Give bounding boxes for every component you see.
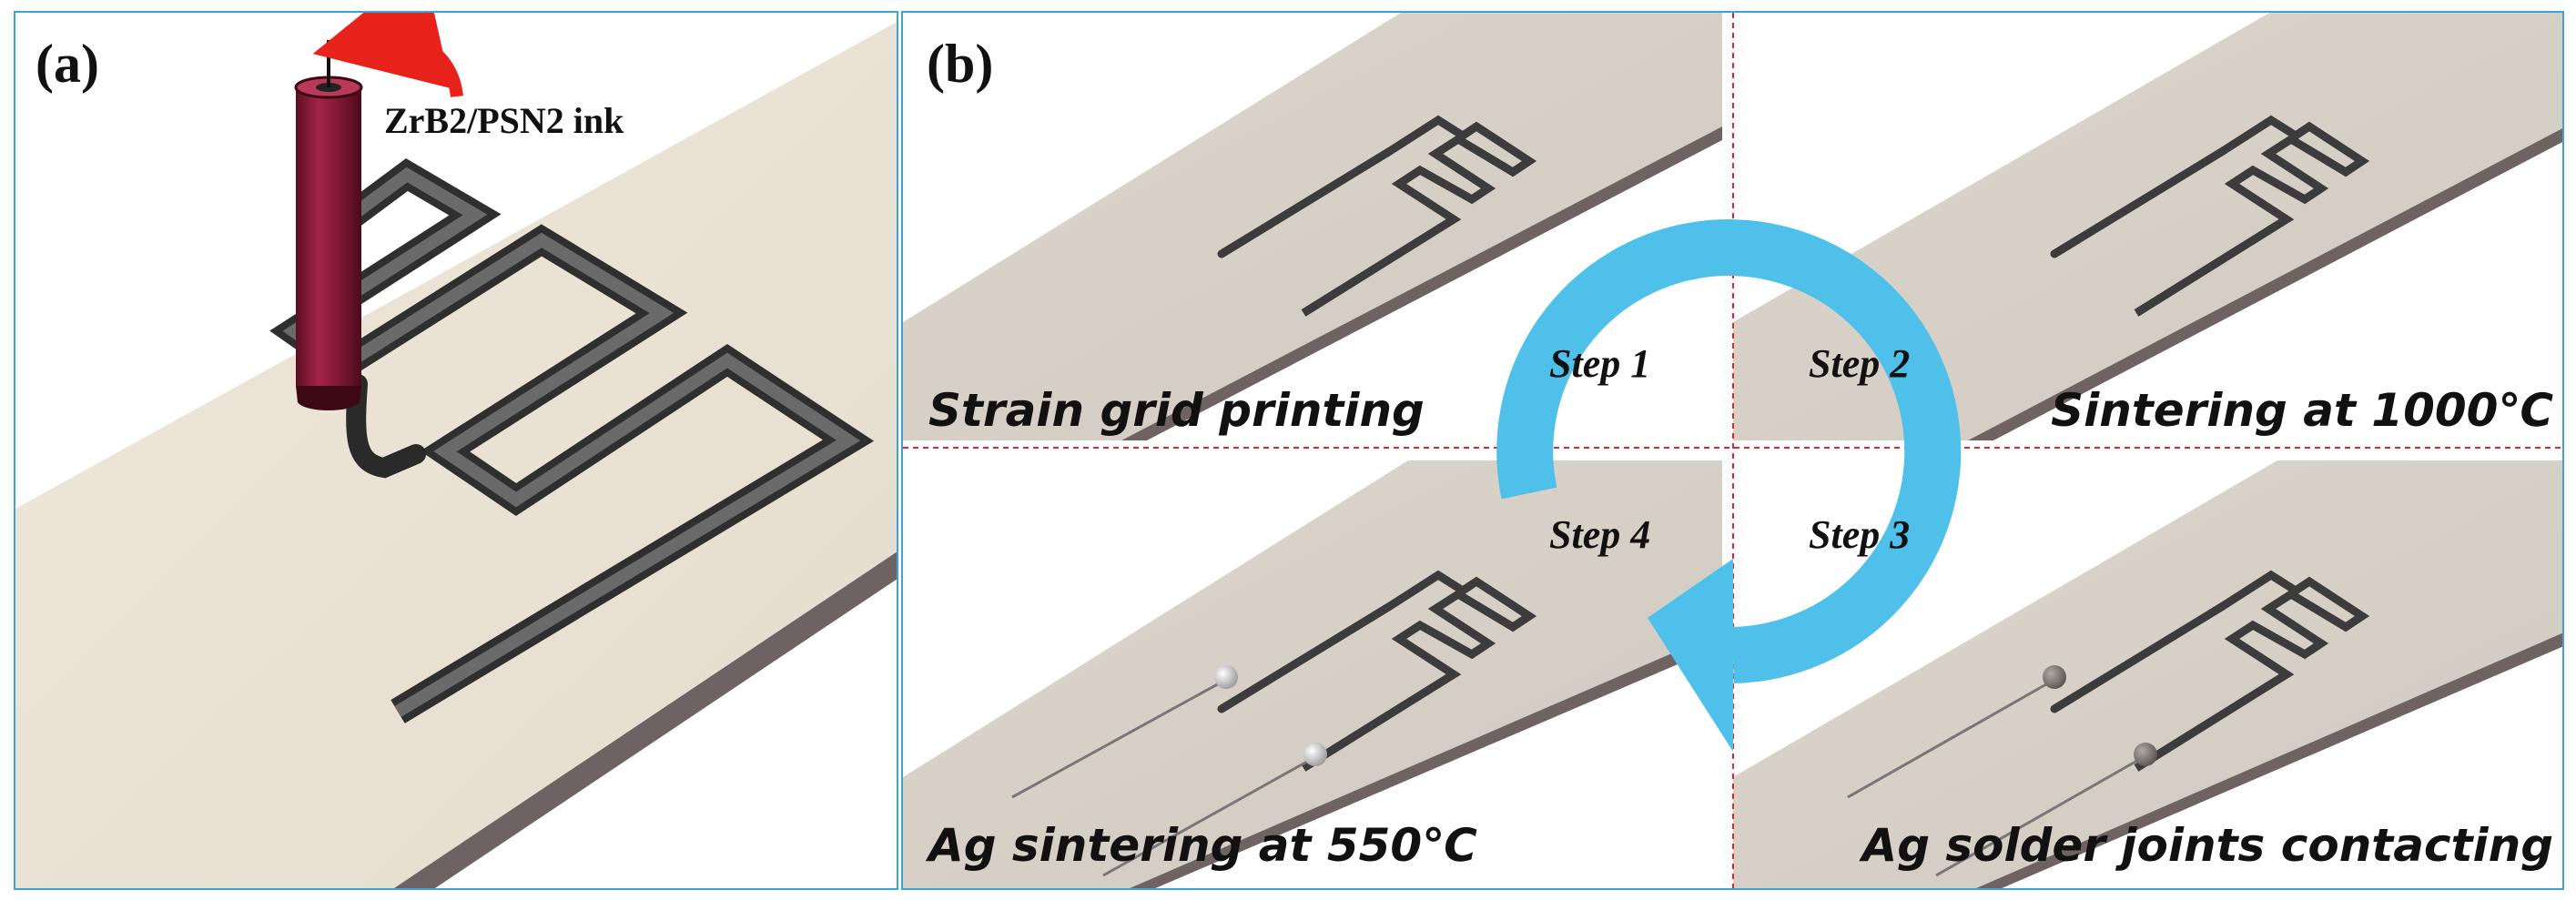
ag-joint-icon (2134, 743, 2157, 766)
panel-a-illustration (15, 13, 897, 888)
step-4-label: Step 4 (1549, 512, 1651, 557)
quadrant-4-scene (1733, 460, 2562, 888)
printed-serpentine-grid (269, 158, 875, 723)
caption-step-2: Sintering at 1000℃ (2051, 384, 2553, 437)
panel-a-label: (a) (35, 34, 99, 94)
panel-a: (a) ZrB2/PSN2 ink (14, 11, 898, 890)
quadrant-2-scene (1733, 13, 2562, 440)
ag-joint-icon (1303, 743, 1327, 766)
nozzle-icon (294, 40, 363, 410)
panel-b: (b) Strain grid printing Sintering at 10… (901, 11, 2564, 890)
step-cycle-arrow-icon (1496, 219, 1962, 752)
step-3-label: Step 3 (1809, 512, 1911, 557)
step-2-label: Step 2 (1809, 341, 1911, 386)
panel-b-label: (b) (927, 34, 994, 94)
rotation-arrow-icon (312, 13, 463, 98)
quadrant-3-scene (903, 460, 1722, 888)
caption-step-4: Ag solder joints contacting (1861, 819, 2554, 872)
panel-b-illustration (903, 13, 2562, 888)
ag-joint-icon (1214, 665, 1238, 689)
caption-step-1: Strain grid printing (928, 384, 1425, 437)
ag-joint-icon (2043, 665, 2066, 689)
step-1-label: Step 1 (1549, 341, 1651, 386)
caption-step-3: Ag sintering at 550℃ (928, 819, 1477, 872)
quadrant-1-scene (903, 13, 1722, 440)
ink-label: ZrB2/PSN2 ink (384, 100, 624, 141)
substrate-edge (393, 551, 897, 888)
